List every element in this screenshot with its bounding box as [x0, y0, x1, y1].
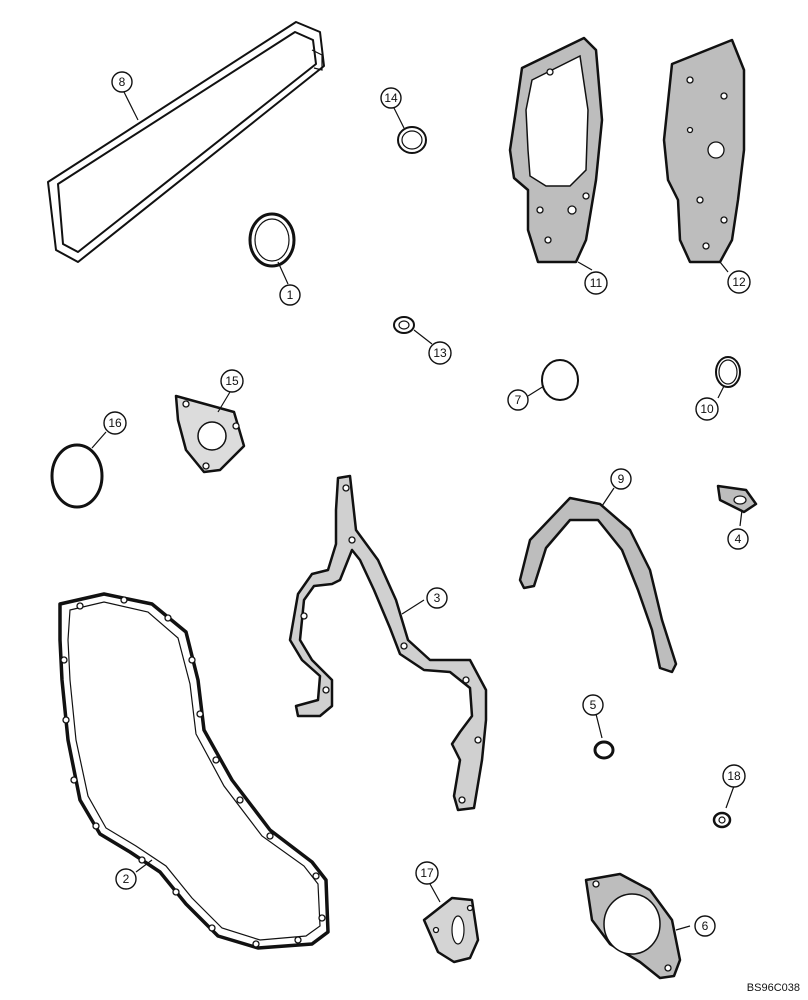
- leader-lines: [91, 91, 743, 931]
- svg-text:1: 1: [287, 288, 294, 302]
- part-8-rocker-cover-gasket: [47, 21, 325, 263]
- figure-id-label: BS96C038: [746, 982, 800, 994]
- callout-13: 13: [428, 341, 452, 365]
- part-6-flange-gasket: [584, 872, 682, 980]
- callout-14: 14: [380, 87, 402, 109]
- part-12-housing-gasket: [662, 38, 746, 264]
- part-14-seal-ring: [397, 126, 427, 154]
- callout-1: 1: [279, 284, 301, 306]
- part-11-housing-gasket: [508, 36, 604, 264]
- callout-5: 5: [582, 694, 604, 716]
- callout-4: 4: [727, 528, 749, 550]
- part-18-bushing: [712, 811, 732, 829]
- callout-18: 18: [722, 764, 746, 788]
- svg-text:2: 2: [123, 872, 130, 886]
- part-4-flange-gasket: [716, 484, 758, 514]
- svg-text:17: 17: [420, 866, 434, 880]
- svg-text:10: 10: [700, 402, 714, 416]
- svg-text:12: 12: [732, 275, 746, 289]
- svg-text:16: 16: [108, 416, 122, 430]
- svg-text:18: 18: [727, 769, 741, 783]
- callout-12: 12: [727, 270, 751, 294]
- part-9-arch-gasket: [518, 496, 678, 674]
- callout-8: 8: [111, 71, 133, 93]
- svg-text:3: 3: [434, 591, 441, 605]
- part-13-washer: [393, 316, 415, 334]
- callout-10: 10: [695, 397, 719, 421]
- callout-7: 7: [507, 389, 529, 411]
- callout-17: 17: [415, 861, 439, 885]
- svg-text:5: 5: [590, 698, 597, 712]
- svg-text:11: 11: [590, 276, 603, 290]
- part-3-front-plate-gasket: [288, 474, 488, 812]
- svg-text:4: 4: [735, 532, 742, 546]
- callout-3: 3: [426, 587, 448, 609]
- part-1-seal-ring: [248, 212, 296, 268]
- svg-text:13: 13: [433, 346, 447, 360]
- part-7-o-ring: [541, 359, 579, 401]
- svg-text:14: 14: [384, 91, 398, 105]
- callout-15: 15: [220, 369, 244, 393]
- callout-2: 2: [115, 868, 137, 890]
- callout-9: 9: [610, 468, 632, 490]
- callout-11: 11: [584, 271, 608, 295]
- svg-text:7: 7: [515, 393, 522, 407]
- callout-16: 16: [103, 411, 127, 435]
- part-16-o-ring: [50, 443, 104, 509]
- svg-text:15: 15: [225, 374, 239, 388]
- svg-text:8: 8: [119, 75, 126, 89]
- svg-text:6: 6: [702, 919, 709, 933]
- part-5-seal: [593, 740, 615, 760]
- part-2-timing-cover-gasket: [58, 592, 330, 950]
- part-17-plate-gasket: [422, 896, 480, 964]
- callout-6: 6: [694, 915, 716, 937]
- part-15-plate-gasket: [174, 394, 246, 474]
- part-10-o-ring: [715, 356, 741, 388]
- svg-text:9: 9: [618, 472, 625, 486]
